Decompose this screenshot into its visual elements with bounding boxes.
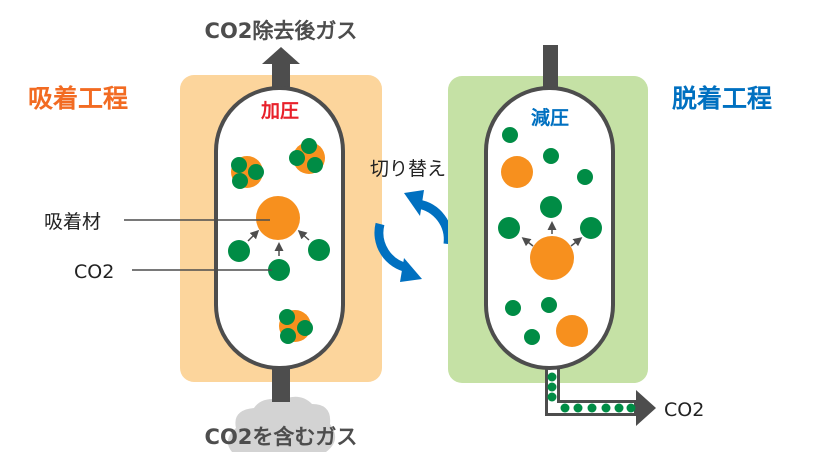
switch-arrowhead [400,258,422,282]
adsorbed-cluster [279,309,313,344]
outlet-pipe [272,60,290,92]
co2-output-label: CO2 [664,399,704,421]
depressurize-label: 減圧 [531,106,569,129]
switch-label: 切り替え [370,158,446,180]
adsorbent-particles [501,156,588,347]
adsorbed-cluster [289,138,325,174]
switch-arrows-icon [374,199,453,273]
adsorbent-particle [256,196,300,240]
cloud-icon [227,396,336,452]
co2-label: CO2 [74,261,114,283]
bottom-gas-label: CO2を含むガス [205,425,358,449]
switch-arrowhead [404,190,424,216]
adsorbed-cluster [231,156,264,189]
co2-molecule [308,239,330,261]
desorption-tower: 減圧 CO2 脱着工程 [448,45,772,426]
co2-molecules [498,127,602,345]
top-pipe [543,45,558,90]
up-arrow-icon [262,47,300,64]
co2-molecule [228,240,250,262]
adsorption-step-title: 吸着工程 [28,84,128,113]
adsorbent-label: 吸着材 [44,211,101,233]
co2-flow-dots [547,372,636,413]
top-gas-label: CO2除去後ガス [205,19,358,43]
pressurize-label: 加圧 [260,100,299,122]
inlet-pipe [272,360,290,402]
adsorption-tower: 加圧 吸着材 CO2 CO2除去後ガス CO2を含むガス 吸着工程 [28,19,382,452]
co2-molecule [268,259,290,281]
desorption-step-title: 脱着工程 [672,84,772,113]
